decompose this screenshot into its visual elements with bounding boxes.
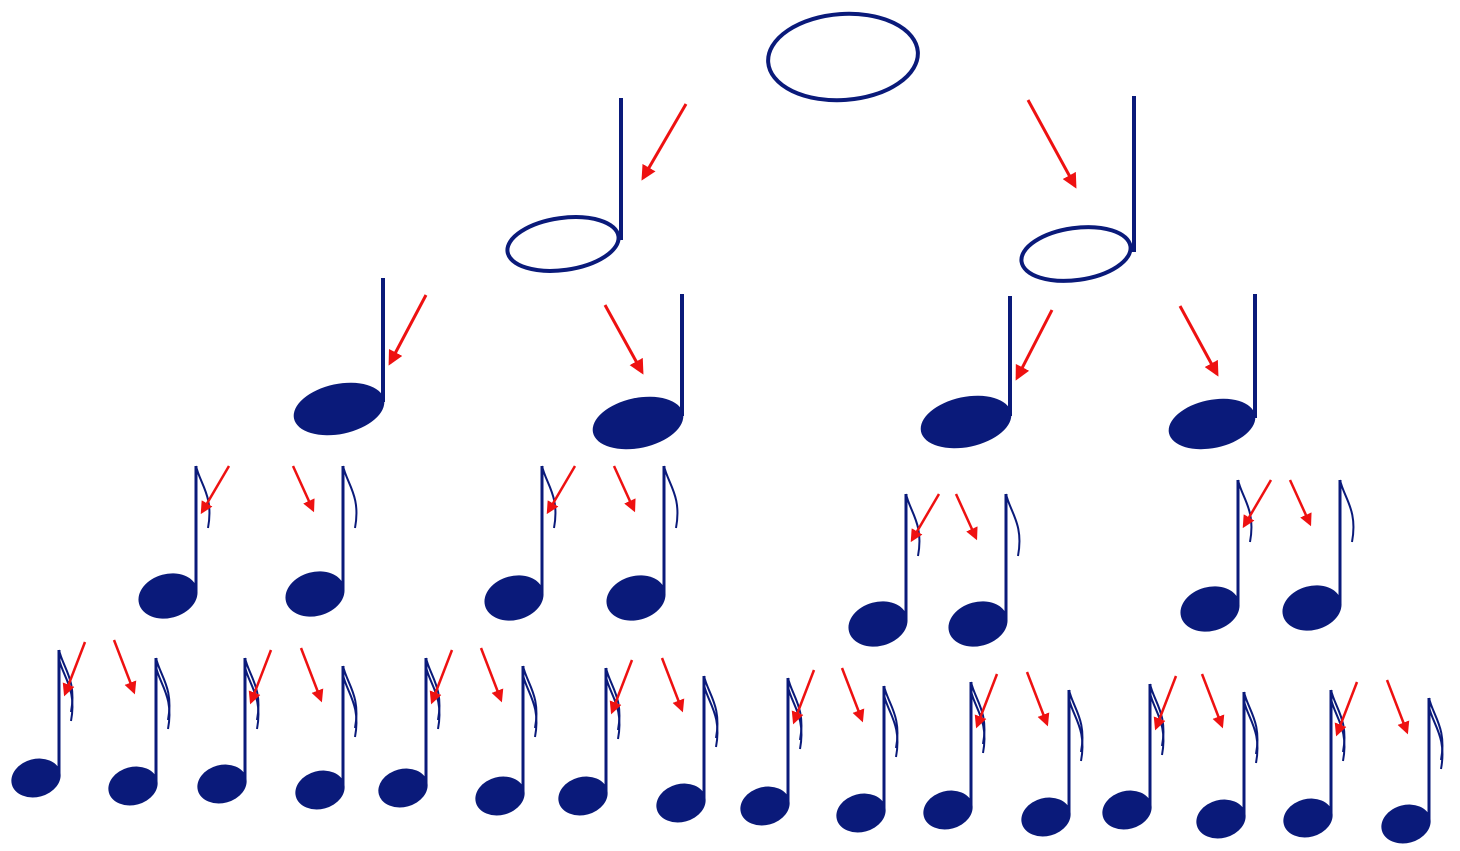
sixteenth-note	[11, 649, 74, 798]
eighth-note	[606, 465, 679, 621]
sixteenth-note	[475, 665, 538, 816]
eighth-note	[1180, 479, 1253, 632]
arrow	[1026, 99, 1077, 189]
sixteenth-note	[656, 675, 719, 823]
arrow	[248, 649, 273, 705]
half-note	[505, 98, 623, 273]
arrow	[974, 673, 999, 729]
arrow	[910, 493, 941, 543]
eighth-note	[138, 465, 211, 619]
arrow	[62, 641, 87, 697]
sixteenth-note	[378, 657, 441, 808]
arrow	[479, 647, 504, 703]
arrow	[609, 659, 634, 715]
eighth-note	[285, 465, 358, 617]
whole-note	[766, 11, 920, 103]
sixteenth-note	[295, 665, 358, 810]
sixteenth-note	[1283, 689, 1346, 838]
sixteenth-note	[108, 657, 171, 806]
quarter-note	[1168, 294, 1257, 450]
arrow	[1025, 671, 1050, 727]
arrow	[603, 304, 644, 375]
sixteenth-note	[558, 667, 621, 816]
arrow	[1288, 479, 1312, 527]
eighth-note	[1282, 479, 1355, 631]
eighth-note	[948, 493, 1021, 647]
eighth-note	[484, 465, 557, 621]
arrow	[1385, 679, 1410, 735]
arrow	[641, 103, 688, 181]
arrow	[840, 667, 865, 723]
quarter-note	[293, 278, 385, 436]
arrow	[612, 465, 636, 513]
arrow	[954, 493, 978, 541]
arrow	[388, 294, 428, 366]
arrow	[660, 657, 685, 713]
arrow	[791, 669, 816, 725]
arrow	[1015, 309, 1054, 381]
quarter-note	[592, 294, 684, 450]
arrow	[1242, 479, 1273, 529]
sixteenth-note	[923, 681, 986, 830]
sixteenth-note	[1381, 697, 1444, 844]
arrow	[546, 465, 577, 515]
arrow	[1200, 673, 1225, 729]
arrow	[429, 649, 454, 705]
sixteenth-note	[836, 685, 899, 833]
arrow	[1334, 681, 1359, 737]
sixteenth-note	[197, 657, 260, 804]
sixteenth-note	[1102, 683, 1165, 830]
arrow	[291, 465, 315, 513]
sixteenth-note	[1021, 689, 1084, 837]
quarter-note	[920, 296, 1012, 449]
arrow	[200, 465, 231, 515]
half-note	[1019, 96, 1136, 283]
arrow	[1153, 675, 1178, 731]
arrow	[1178, 305, 1219, 377]
arrow	[112, 639, 137, 695]
eighth-note	[848, 493, 921, 647]
sixteenth-note	[1196, 691, 1259, 839]
arrow	[299, 647, 324, 703]
sixteenth-note	[740, 677, 803, 826]
